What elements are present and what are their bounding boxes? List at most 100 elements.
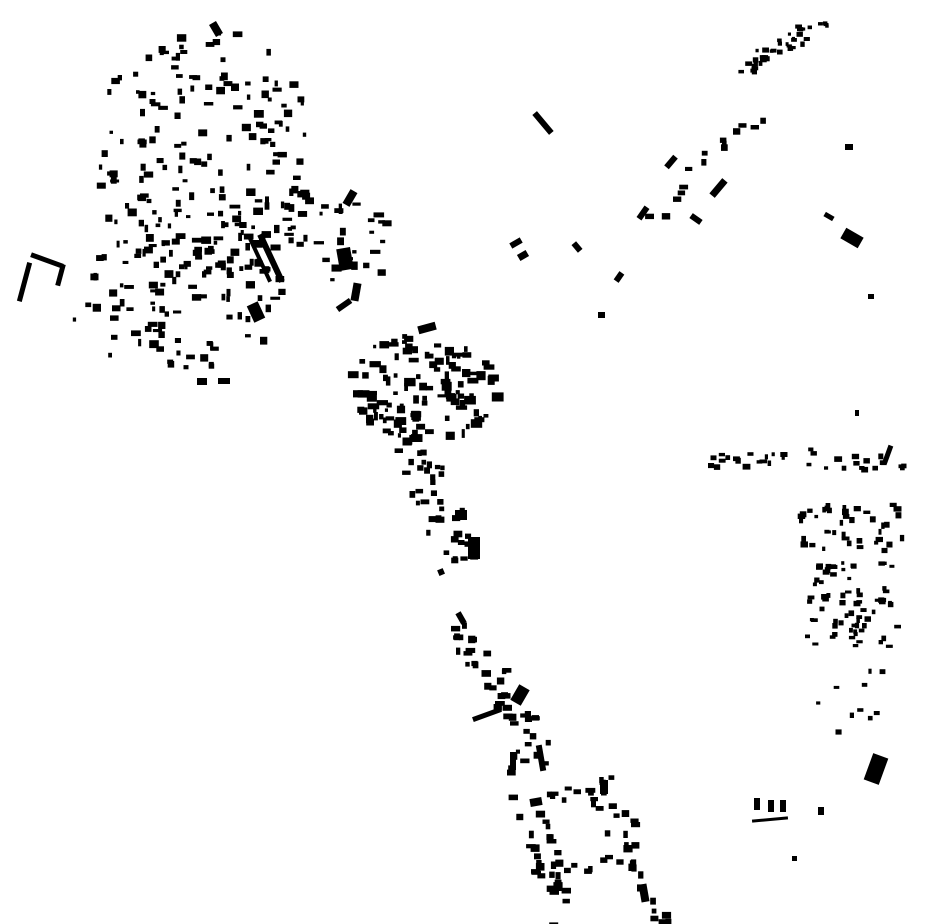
- building-footprint: [226, 267, 232, 275]
- building-footprint: [875, 536, 883, 543]
- building-footprint: [738, 123, 747, 128]
- building-footprint: [385, 416, 395, 421]
- building-footprint: [409, 434, 415, 442]
- building-footprint: [872, 465, 878, 471]
- building-footprint: [189, 192, 195, 201]
- building-footprint: [108, 352, 112, 358]
- building-footprint: [878, 453, 884, 460]
- building-footprint: [290, 225, 296, 230]
- building-footprint: [189, 158, 197, 164]
- building-footprint: [265, 304, 271, 313]
- building-footprint: [164, 270, 174, 278]
- building-footprint: [217, 30, 222, 36]
- building-footprint: [631, 822, 641, 828]
- building-footprint: [777, 49, 783, 55]
- building-footprint: [549, 922, 559, 924]
- building-footprint: [260, 138, 266, 145]
- building-footprint: [685, 166, 693, 171]
- building-footprint: [677, 190, 686, 196]
- building-footprint: [470, 419, 483, 428]
- building-footprint: [751, 70, 757, 75]
- building-footprint: [158, 217, 162, 223]
- building-footprint: [469, 393, 474, 399]
- building-footprint: [821, 594, 828, 600]
- building-footprint: [807, 595, 815, 600]
- building-footprint: [658, 919, 666, 924]
- building-footprint: [119, 299, 125, 307]
- building-footprint: [239, 222, 247, 228]
- building-footprint: [808, 447, 814, 452]
- building-footprint: [148, 244, 157, 248]
- building-footprint: [571, 862, 578, 868]
- building-footprint: [339, 227, 346, 236]
- building-footprint: [296, 241, 304, 247]
- building-footprint: [764, 454, 768, 460]
- building-footprint: [232, 215, 242, 223]
- building-footprint: [192, 249, 202, 256]
- building-footprint: [402, 347, 412, 355]
- building-footprint: [631, 864, 637, 872]
- building-footprint: [839, 600, 846, 606]
- building-footprint: [152, 306, 156, 312]
- building-footprint: [546, 791, 552, 798]
- building-footprint: [777, 41, 782, 46]
- building-footprint: [167, 361, 175, 368]
- building-footprint: [337, 237, 344, 246]
- building-footprint: [208, 245, 214, 253]
- building-footprint: [534, 853, 541, 860]
- building-footprint: [245, 316, 251, 323]
- building-footprint: [198, 129, 208, 137]
- building-footprint: [845, 144, 853, 150]
- building-footprint: [402, 340, 407, 344]
- building-footprint: [229, 204, 241, 209]
- building-footprint: [218, 378, 230, 384]
- building-footprint: [145, 54, 153, 62]
- building-footprint: [139, 175, 144, 183]
- building-footprint: [110, 315, 119, 321]
- building-footprint: [109, 289, 118, 297]
- building-footprint: [96, 255, 104, 261]
- building-footprint: [175, 199, 181, 207]
- building-footprint: [266, 169, 275, 175]
- building-footprint: [451, 625, 461, 632]
- building-footprint: [801, 535, 806, 542]
- building-footprint: [415, 488, 424, 494]
- building-footprint: [249, 258, 254, 266]
- building-footprint: [874, 540, 879, 545]
- building-footprint: [274, 80, 278, 87]
- building-footprint: [460, 556, 468, 561]
- building-footprint: [463, 651, 473, 656]
- building-footprint: [366, 418, 374, 426]
- building-footprint: [509, 237, 523, 249]
- building-footprint: [156, 158, 164, 164]
- building-footprint: [621, 810, 630, 817]
- building-footprint: [140, 163, 146, 171]
- building-footprint: [502, 668, 512, 673]
- building-footprint: [900, 466, 905, 471]
- building-footprint: [201, 161, 208, 167]
- building-footprint: [181, 141, 187, 146]
- building-footprint: [396, 405, 406, 414]
- building-footprint: [136, 90, 140, 94]
- building-footprint: [210, 342, 214, 350]
- building-footprint: [261, 90, 269, 99]
- building-footprint: [752, 57, 759, 63]
- building-footprint: [268, 128, 275, 133]
- building-footprint: [816, 701, 821, 705]
- building-footprint: [571, 241, 583, 253]
- building-footprint: [493, 704, 502, 711]
- building-footprint: [253, 207, 263, 215]
- building-footprint: [476, 371, 486, 381]
- building-footprint: [473, 409, 479, 417]
- building-footprint: [297, 191, 304, 198]
- building-footprint: [489, 685, 497, 691]
- building-footprint: [122, 260, 129, 264]
- building-footprint: [144, 224, 149, 233]
- building-footprint: [245, 243, 250, 251]
- building-footprint: [183, 365, 189, 370]
- building-footprint: [762, 55, 769, 60]
- building-footprint: [777, 38, 782, 43]
- building-footprint: [144, 326, 152, 332]
- building-footprint: [429, 361, 438, 369]
- building-footprint: [173, 310, 182, 314]
